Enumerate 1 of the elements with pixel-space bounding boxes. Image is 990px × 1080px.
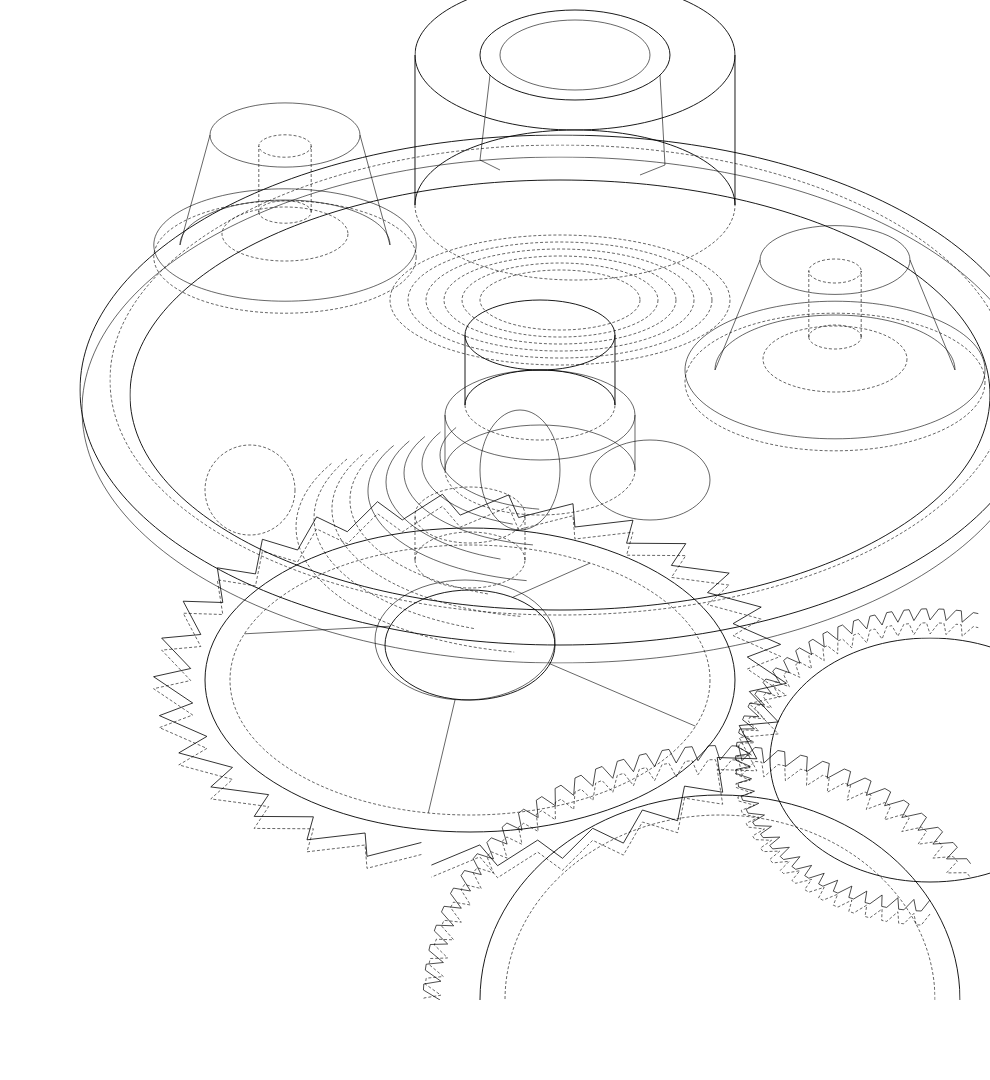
clockwork-drawing [79, 0, 990, 1000]
